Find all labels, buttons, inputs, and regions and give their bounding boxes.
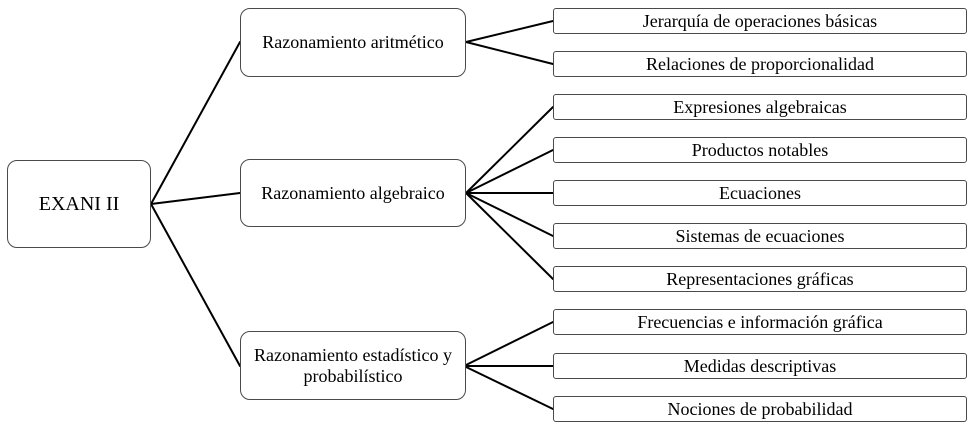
connector-branch2-leaf2 xyxy=(465,149,554,194)
node-expresiones-algebraicas: Expresiones algebraicas xyxy=(553,94,967,120)
connector-branch2-leaf1 xyxy=(465,106,554,194)
node-jerarquia-operaciones-basicas: Jerarquía de operaciones básicas xyxy=(553,8,967,34)
connector-branch3-leaf1 xyxy=(463,321,554,367)
node-frecuencias-informacion-grafica: Frecuencias e información gráfica xyxy=(553,309,967,335)
node-sistemas-de-ecuaciones: Sistemas de ecuaciones xyxy=(553,223,967,249)
node-productos-notables: Productos notables xyxy=(553,137,967,163)
node-representaciones-graficas: Representaciones gráficas xyxy=(553,266,967,292)
node-razonamiento-aritmetico: Razonamiento aritmético xyxy=(240,8,466,77)
connector-branch1-leaf1 xyxy=(465,20,554,43)
node-medidas-descriptivas: Medidas descriptivas xyxy=(553,353,967,379)
node-relaciones-proporcionalidad: Relaciones de proporcionalidad xyxy=(553,51,967,77)
node-nociones-de-probabilidad: Nociones de probabilidad xyxy=(553,396,967,422)
connector-root-branch2 xyxy=(150,192,241,205)
connector-branch2-leaf4 xyxy=(465,192,554,237)
node-exani-ii: EXANI II xyxy=(7,160,151,248)
connector-root-branch3 xyxy=(150,203,241,367)
node-ecuaciones: Ecuaciones xyxy=(553,180,967,206)
node-razonamiento-estadistico-probabilistico: Razonamiento estadístico y probabilístic… xyxy=(240,331,466,400)
connector-branch3-leaf3 xyxy=(463,365,554,410)
connector-branch1-leaf2 xyxy=(465,41,554,65)
connector-root-branch1 xyxy=(150,41,241,205)
connector-branch2-leaf5 xyxy=(465,192,554,280)
node-razonamiento-algebraico: Razonamiento algebraico xyxy=(240,159,466,227)
